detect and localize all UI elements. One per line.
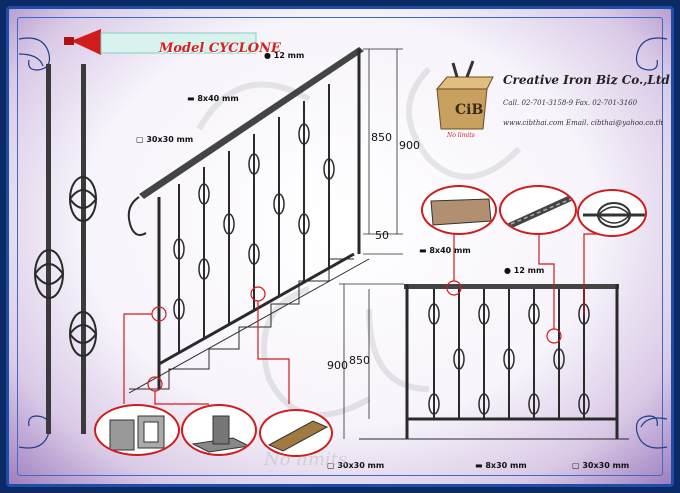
dim-stair-flat-text: 8x40 mm (197, 94, 239, 103)
dim-stair-flat: ▬ 8x40 mm (187, 94, 239, 103)
stair-elevation (127, 47, 403, 394)
basket-twist-icon (583, 202, 645, 228)
company-logo-icon: CiB No limits (435, 60, 494, 139)
company-name: Creative Iron Biz Co.,Ltd. (503, 73, 674, 87)
dim-rail-post-right-text: 30x30 mm (582, 461, 630, 470)
technical-drawing (18, 37, 668, 449)
logo-tagline: No limits (446, 132, 475, 139)
dim-rail-post-left-text: 30x30 mm (337, 461, 385, 470)
drawing-sheet: Model CYCLONE CiB No limits Creative Iro… (6, 6, 674, 487)
thumb-handrail-flat (421, 185, 497, 235)
company-block: CiB No limits Creative Iron Biz Co.,Ltd.… (427, 59, 674, 139)
twisted-bar-icon (505, 194, 575, 230)
company-contact: Call. 02-701-3158-9 Fax. 02-701-3160 (503, 99, 638, 107)
dim-stair-bar: ● 12 mm (264, 51, 305, 60)
baluster-sample (34, 64, 98, 434)
dim-rail-flat-text: 8x40 mm (429, 246, 471, 255)
dim-stair-h1: 850 (371, 131, 392, 144)
dim-stair-post: ▢ 30x30 mm (136, 135, 194, 144)
dim-rail-flat: ▬ 8x40 mm (419, 246, 471, 255)
flat-bar-icon (267, 420, 329, 452)
railing-elevation (339, 283, 629, 440)
base-plate-icon (191, 415, 251, 453)
dim-stair-post-text: 30x30 mm (146, 135, 194, 144)
thumb-flat-bar (259, 409, 333, 457)
company-web: www.cibthai.com Email. cibthai@yahoo.co.… (503, 119, 663, 127)
corner-swirls (18, 37, 668, 449)
dim-rail-post-left: ▢ 30x30 mm (327, 461, 385, 470)
thumb-twisted-bar (499, 185, 577, 235)
dim-stair-h2: 900 (399, 139, 420, 152)
model-prefix: Model (159, 41, 205, 56)
dim-rail-post-right: ▢ 30x30 mm (572, 461, 630, 470)
dim-rail-h2: 850 (349, 354, 370, 367)
dim-stair-base: 50 (375, 229, 389, 242)
model-name: CYCLONE (208, 41, 281, 56)
model-banner: Model CYCLONE (61, 21, 281, 61)
megaphone-icon (64, 29, 257, 55)
thumb-square-tube (94, 404, 180, 456)
dim-rail-bar-text: 12 mm (513, 266, 545, 275)
dim-rail-bottom: ▬ 8x30 mm (475, 461, 527, 470)
logo-text: CiB (455, 102, 483, 118)
callout-lines (123, 233, 609, 405)
thumb-base-plate (181, 404, 257, 456)
dim-stair-bar-text: 12 mm (273, 51, 305, 60)
model-title: Model CYCLONE (159, 41, 281, 56)
dim-rail-bar: ● 12 mm (504, 266, 545, 275)
dim-rail-bottom-text: 8x30 mm (485, 461, 527, 470)
thumb-basket (577, 189, 647, 237)
dim-rail-h1: 900 (327, 359, 348, 372)
square-tube-icon (109, 415, 165, 451)
